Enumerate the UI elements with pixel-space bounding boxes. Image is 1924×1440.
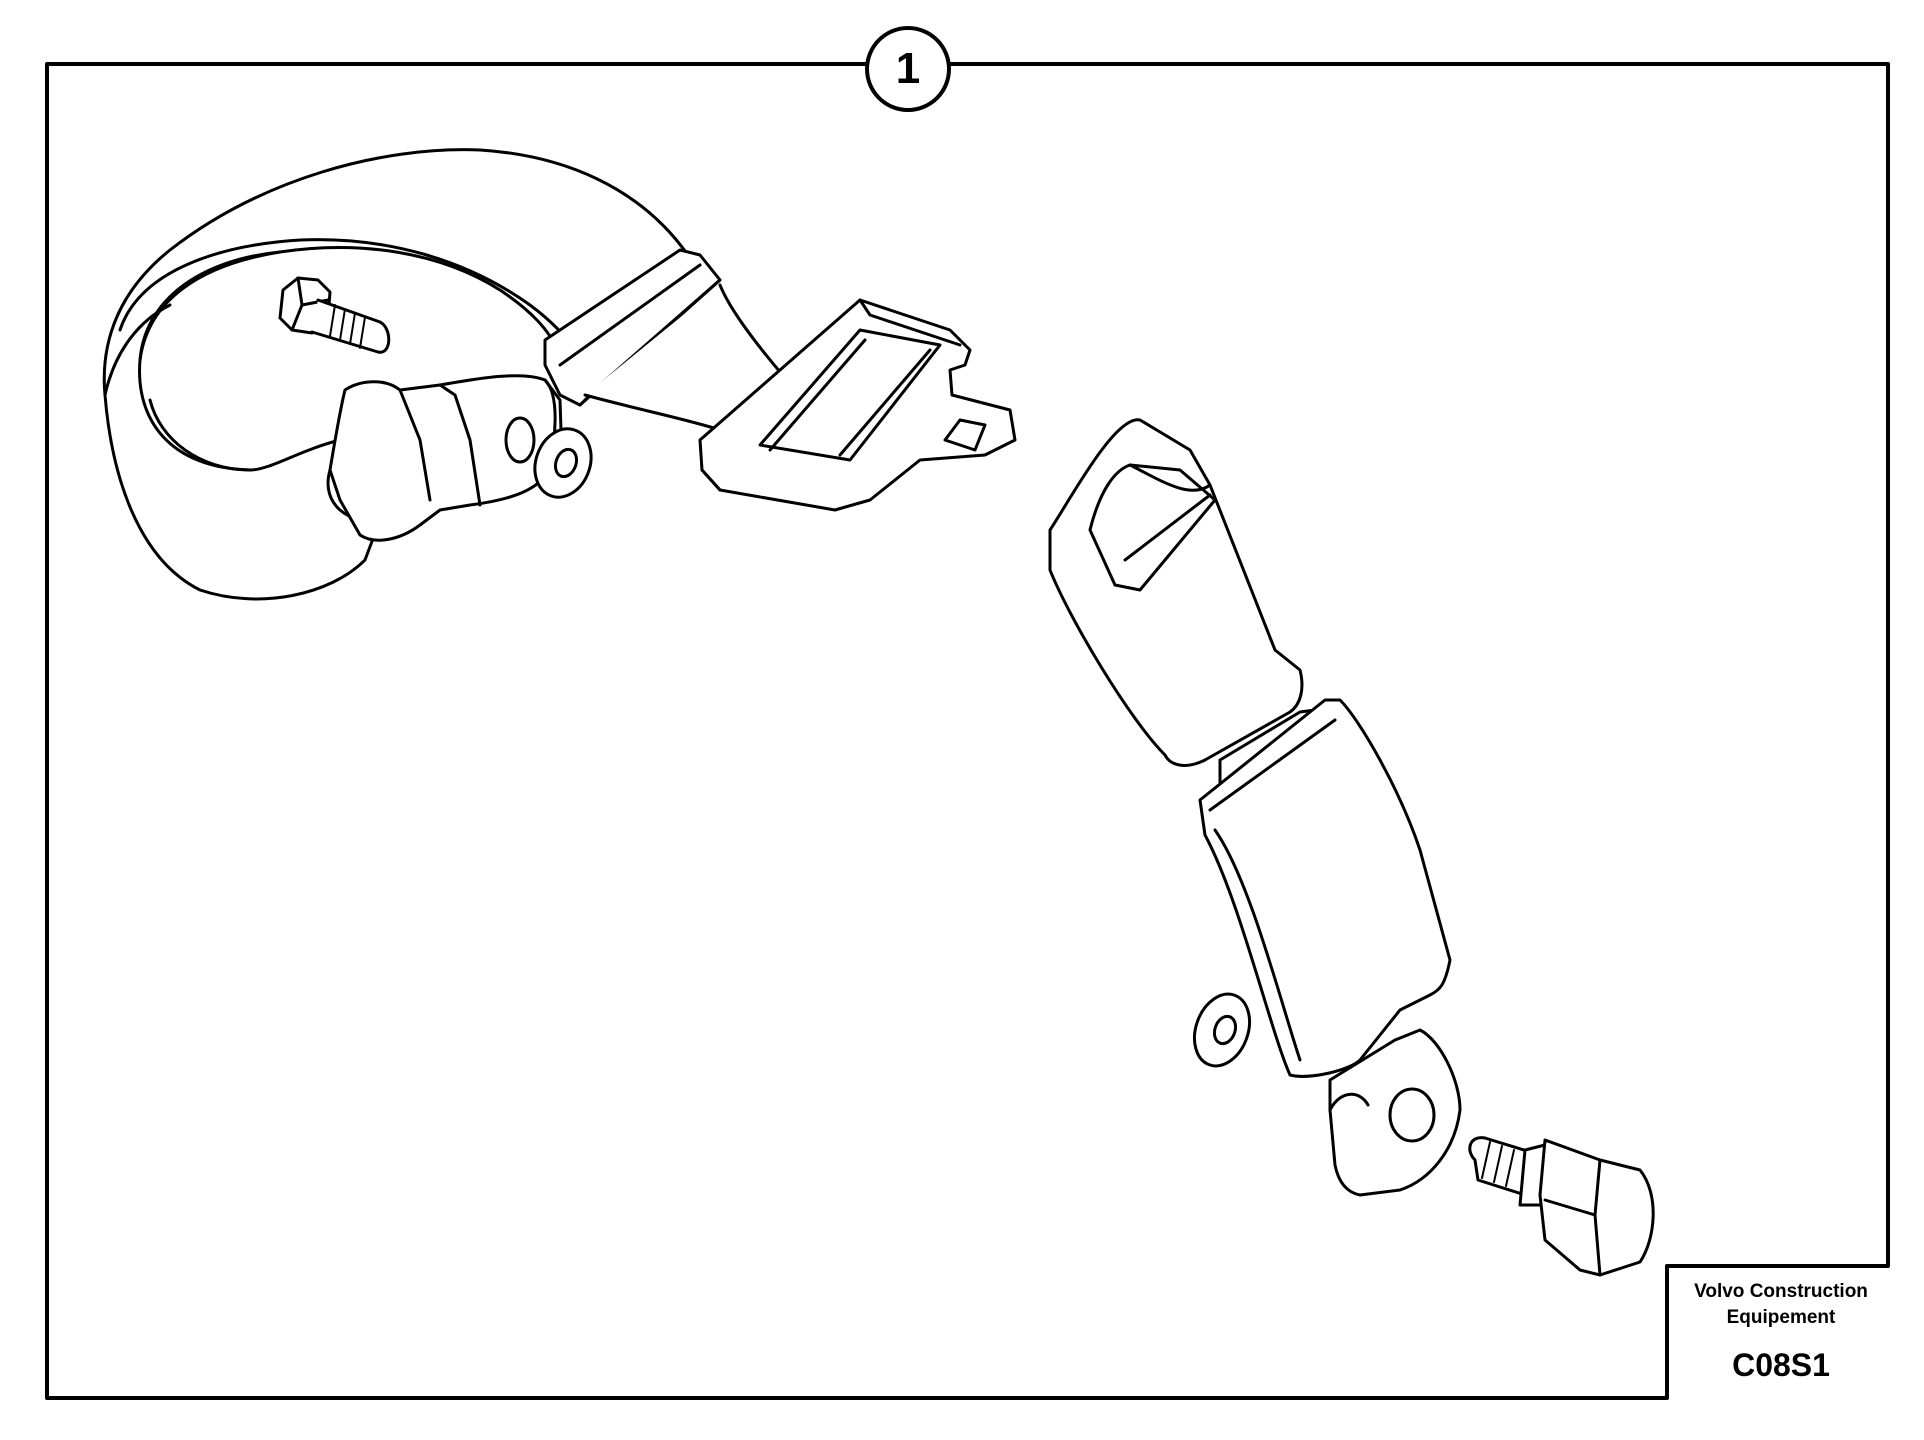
bracket-fold <box>398 383 482 507</box>
washer-left-hole <box>553 447 579 479</box>
buckle-head-button <box>1088 463 1217 592</box>
buckle-assembly <box>1048 418 1655 1277</box>
belt-loop-inner-edge <box>118 238 577 352</box>
drawing-frame <box>45 62 1890 1400</box>
belt-loop-side <box>103 303 172 397</box>
bracket-hole <box>504 416 536 464</box>
tongue-slot <box>943 418 987 452</box>
title-block: Volvo Construction Equipement C08S1 <box>1667 1266 1895 1398</box>
bolt-left-shank <box>310 298 391 354</box>
tongue-plate-window-inner <box>768 338 932 457</box>
bolt-left-thread <box>329 304 366 349</box>
buckle-strap-cover-edge <box>1208 718 1337 1062</box>
belt-loop-strap <box>138 250 282 472</box>
bolt-right-thread <box>1481 1141 1515 1187</box>
buckle-bracket-hole <box>1388 1087 1436 1143</box>
buckle-bracket-fold <box>1328 1092 1370 1112</box>
company-name: Volvo Construction Equipement <box>1694 1281 1868 1328</box>
item-number-callout: 1 <box>865 26 951 112</box>
belt-tongue-assembly <box>102 148 1017 601</box>
drawing-code: C08S1 <box>1732 1347 1830 1383</box>
item-number: 1 <box>895 44 921 93</box>
washer-right-hole <box>1212 1014 1238 1046</box>
buckle-head-button-edge <box>1123 463 1212 562</box>
tongue-plate-edge <box>700 298 962 492</box>
tongue-plate-window <box>758 328 942 462</box>
bolt-right-head-facets <box>1543 1158 1602 1277</box>
